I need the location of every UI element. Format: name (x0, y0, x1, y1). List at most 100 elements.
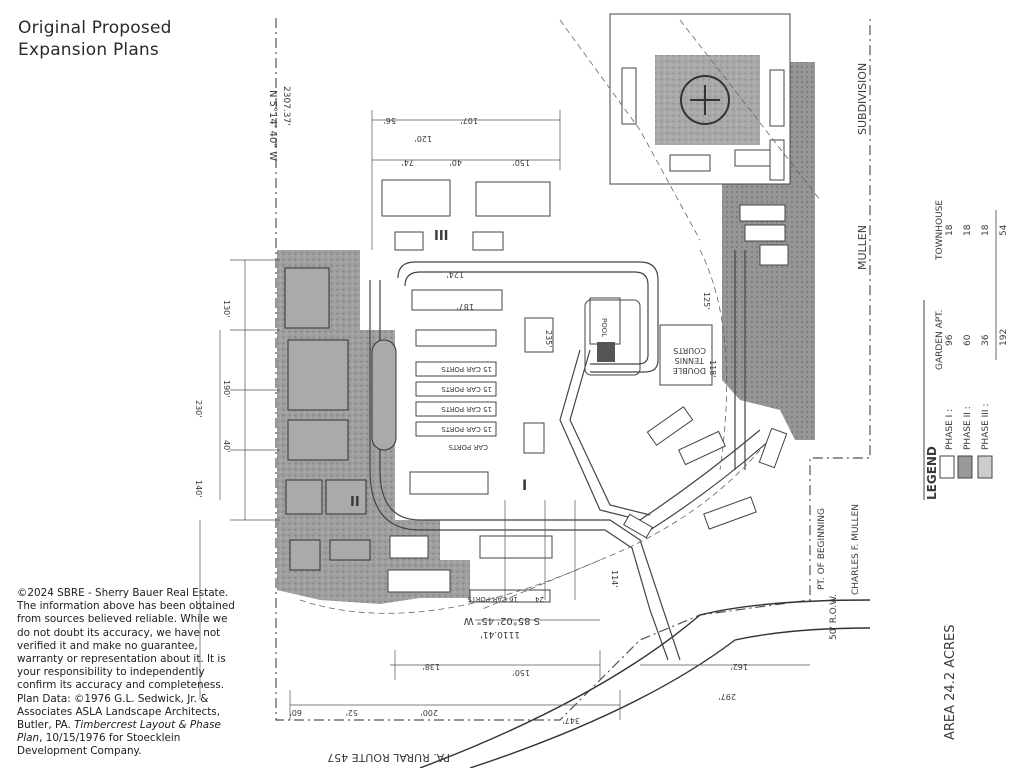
legend-phase-2: PHASE II : (963, 406, 973, 450)
dim-140: 140' (194, 480, 203, 497)
pool-label: POOL (600, 318, 608, 337)
carport-label-5: CAR PORTS (448, 443, 488, 451)
dim-56: 56' (384, 116, 396, 125)
dim-150: 150' (513, 158, 530, 167)
legend-phase-3-town: 18 (981, 224, 991, 236)
carports (415, 361, 551, 603)
carport-label-2: 15 CAR PORTS (441, 385, 492, 393)
legend-phase-1: PHASE I : (945, 409, 955, 450)
dim-74: 74' (402, 158, 414, 167)
page-title-line-1: Original Proposed (18, 18, 172, 38)
tennis-courts (659, 324, 713, 386)
tennis-label-1: DOUBLE (673, 366, 706, 375)
disclaimer-fragment: , 10/15/1976 for Stoecklein (39, 732, 181, 745)
dim-125: 125' (702, 292, 711, 309)
title-mark-phase-2: II (350, 495, 360, 510)
pool (597, 342, 615, 362)
carport-label-6: 16 CAR PORTS (467, 595, 518, 603)
disclaimer-line: do not doubt its accuracy, we have not (17, 626, 221, 639)
dim-138: 138' (423, 662, 440, 671)
disclaimer-line: ©2024 SBRE - Sherry Bauer Real Estate. (17, 587, 229, 599)
phase-3-buildings (381, 179, 551, 347)
disclaimer-line: Associates ASLA Landscape Architects, (17, 705, 221, 718)
disclaimer-fragment: Butler, PA. (17, 719, 75, 732)
north-owner-label: MULLEN (856, 225, 869, 270)
dim-187: 187' (457, 302, 474, 311)
dim-150b: 150' (513, 668, 530, 677)
dim-130: 130' (222, 300, 231, 317)
disclaimer-line: Plan Data: ©1976 G.L. Sedwick, Jr. & (17, 692, 209, 705)
dashed-setback-lines (299, 19, 821, 614)
dim-60: 60' (290, 708, 302, 717)
dim-120: 120' (415, 134, 432, 143)
page-title-line-2: Expansion Plans (18, 40, 159, 60)
internal-roads (369, 250, 771, 661)
disclaimer-line: from sources believed reliable. While we (17, 613, 228, 626)
dim-297: 297' (719, 692, 736, 701)
carport-label-4: 15 CAR PORTS (441, 425, 492, 433)
dim-40b: 40' (222, 440, 231, 452)
disclaimer-line: Development Company. (17, 745, 142, 758)
legend-title: LEGEND (925, 446, 939, 500)
carport-label-1: 15 CAR PORTS (441, 365, 492, 373)
clubhouse-circle (680, 75, 730, 125)
tennis-label-3: COURTS (673, 346, 706, 355)
page-title: Original Proposed Expansion Plans (18, 17, 172, 61)
beginning-label: PT. OF BEGINNING (817, 508, 827, 590)
dim-114: 114' (610, 570, 619, 587)
dimension-lines (199, 110, 810, 720)
legend-swatches (939, 455, 993, 479)
phase-2-buildings (284, 267, 397, 571)
legend-phase-1-town: 18 (945, 224, 955, 236)
dim-200: 200' (421, 708, 438, 717)
dim-235: 235' (544, 330, 553, 347)
county-road (419, 599, 871, 768)
legend-col-townhouse: TOWNHOUSE (935, 200, 945, 261)
dim-230: 230' (194, 400, 203, 417)
legend-total-garden: 192 (999, 329, 1009, 346)
dim-52: 52' (346, 708, 358, 717)
disclaimer-line: The information above has been obtained (17, 600, 235, 613)
bearing-bottom-distance: 1110.41' (480, 629, 520, 639)
disclaimer-text: ©2024 SBRE - Sherry Bauer Real Estate. T… (17, 587, 262, 759)
road-label: PA. RURAL ROUTE 457 (327, 751, 450, 764)
area-label: AREA 24.2 ACRES (943, 625, 958, 740)
carport-label-7: 24 (535, 595, 544, 603)
disclaimer-plan-title-end: Plan (17, 732, 40, 745)
owner-label: CHARLES F. MULLEN (851, 504, 861, 595)
disclaimer-line: Butler, PA. Timbercrest Layout & Phase (17, 719, 262, 732)
legend-phase-1-garden: 96 (945, 334, 955, 346)
row-label: 50' R.O.W. (829, 594, 839, 640)
dim-118: 118' (708, 360, 717, 377)
phase-1-buildings (387, 297, 621, 593)
property-boundary (275, 18, 871, 721)
pool-area (584, 299, 641, 376)
bearing-top-distance: 2307.37' (281, 86, 291, 126)
bearing-bottom: S 85°02' 45" W (464, 615, 540, 626)
legend-col-garden: GARDEN APT. (935, 310, 945, 370)
carport-label-3: 15 CAR PORTS (441, 405, 492, 413)
legend-phase-2-town: 18 (963, 224, 973, 236)
disclaimer-line: confirm its accuracy and completeness. (17, 679, 225, 692)
phase-1-curved-units (623, 406, 788, 539)
dim-40: 40' (450, 158, 462, 167)
dim-190: 190' (222, 380, 231, 397)
legend-phase-3-garden: 36 (981, 334, 991, 346)
disclaimer-plan-title: Timbercrest Layout & Phase (74, 719, 221, 732)
disclaimer-line: warranty or representation about it. It … (17, 653, 226, 666)
legend-total-town: 54 (999, 224, 1009, 236)
title-mark-phase-1: I (522, 478, 527, 494)
dim-124: 124' (447, 270, 464, 279)
disclaimer-line: your responsibility to independently (17, 666, 205, 679)
bearing-top: N 5°14' 40" W (267, 90, 278, 161)
dim-107: 107' (461, 116, 478, 125)
tennis-label-2: TENNIS (675, 356, 705, 365)
disclaimer-line: verified it and make no guarantee, (17, 639, 198, 652)
legend-phase-3: PHASE III : (981, 404, 991, 450)
legend-phase-2-garden: 60 (963, 334, 973, 346)
dim-347: 347' (563, 716, 580, 725)
title-mark-phase-3: III (434, 229, 449, 244)
subdivision-label: SUBDIVISION (856, 63, 869, 135)
dim-162: 162' (731, 662, 748, 671)
